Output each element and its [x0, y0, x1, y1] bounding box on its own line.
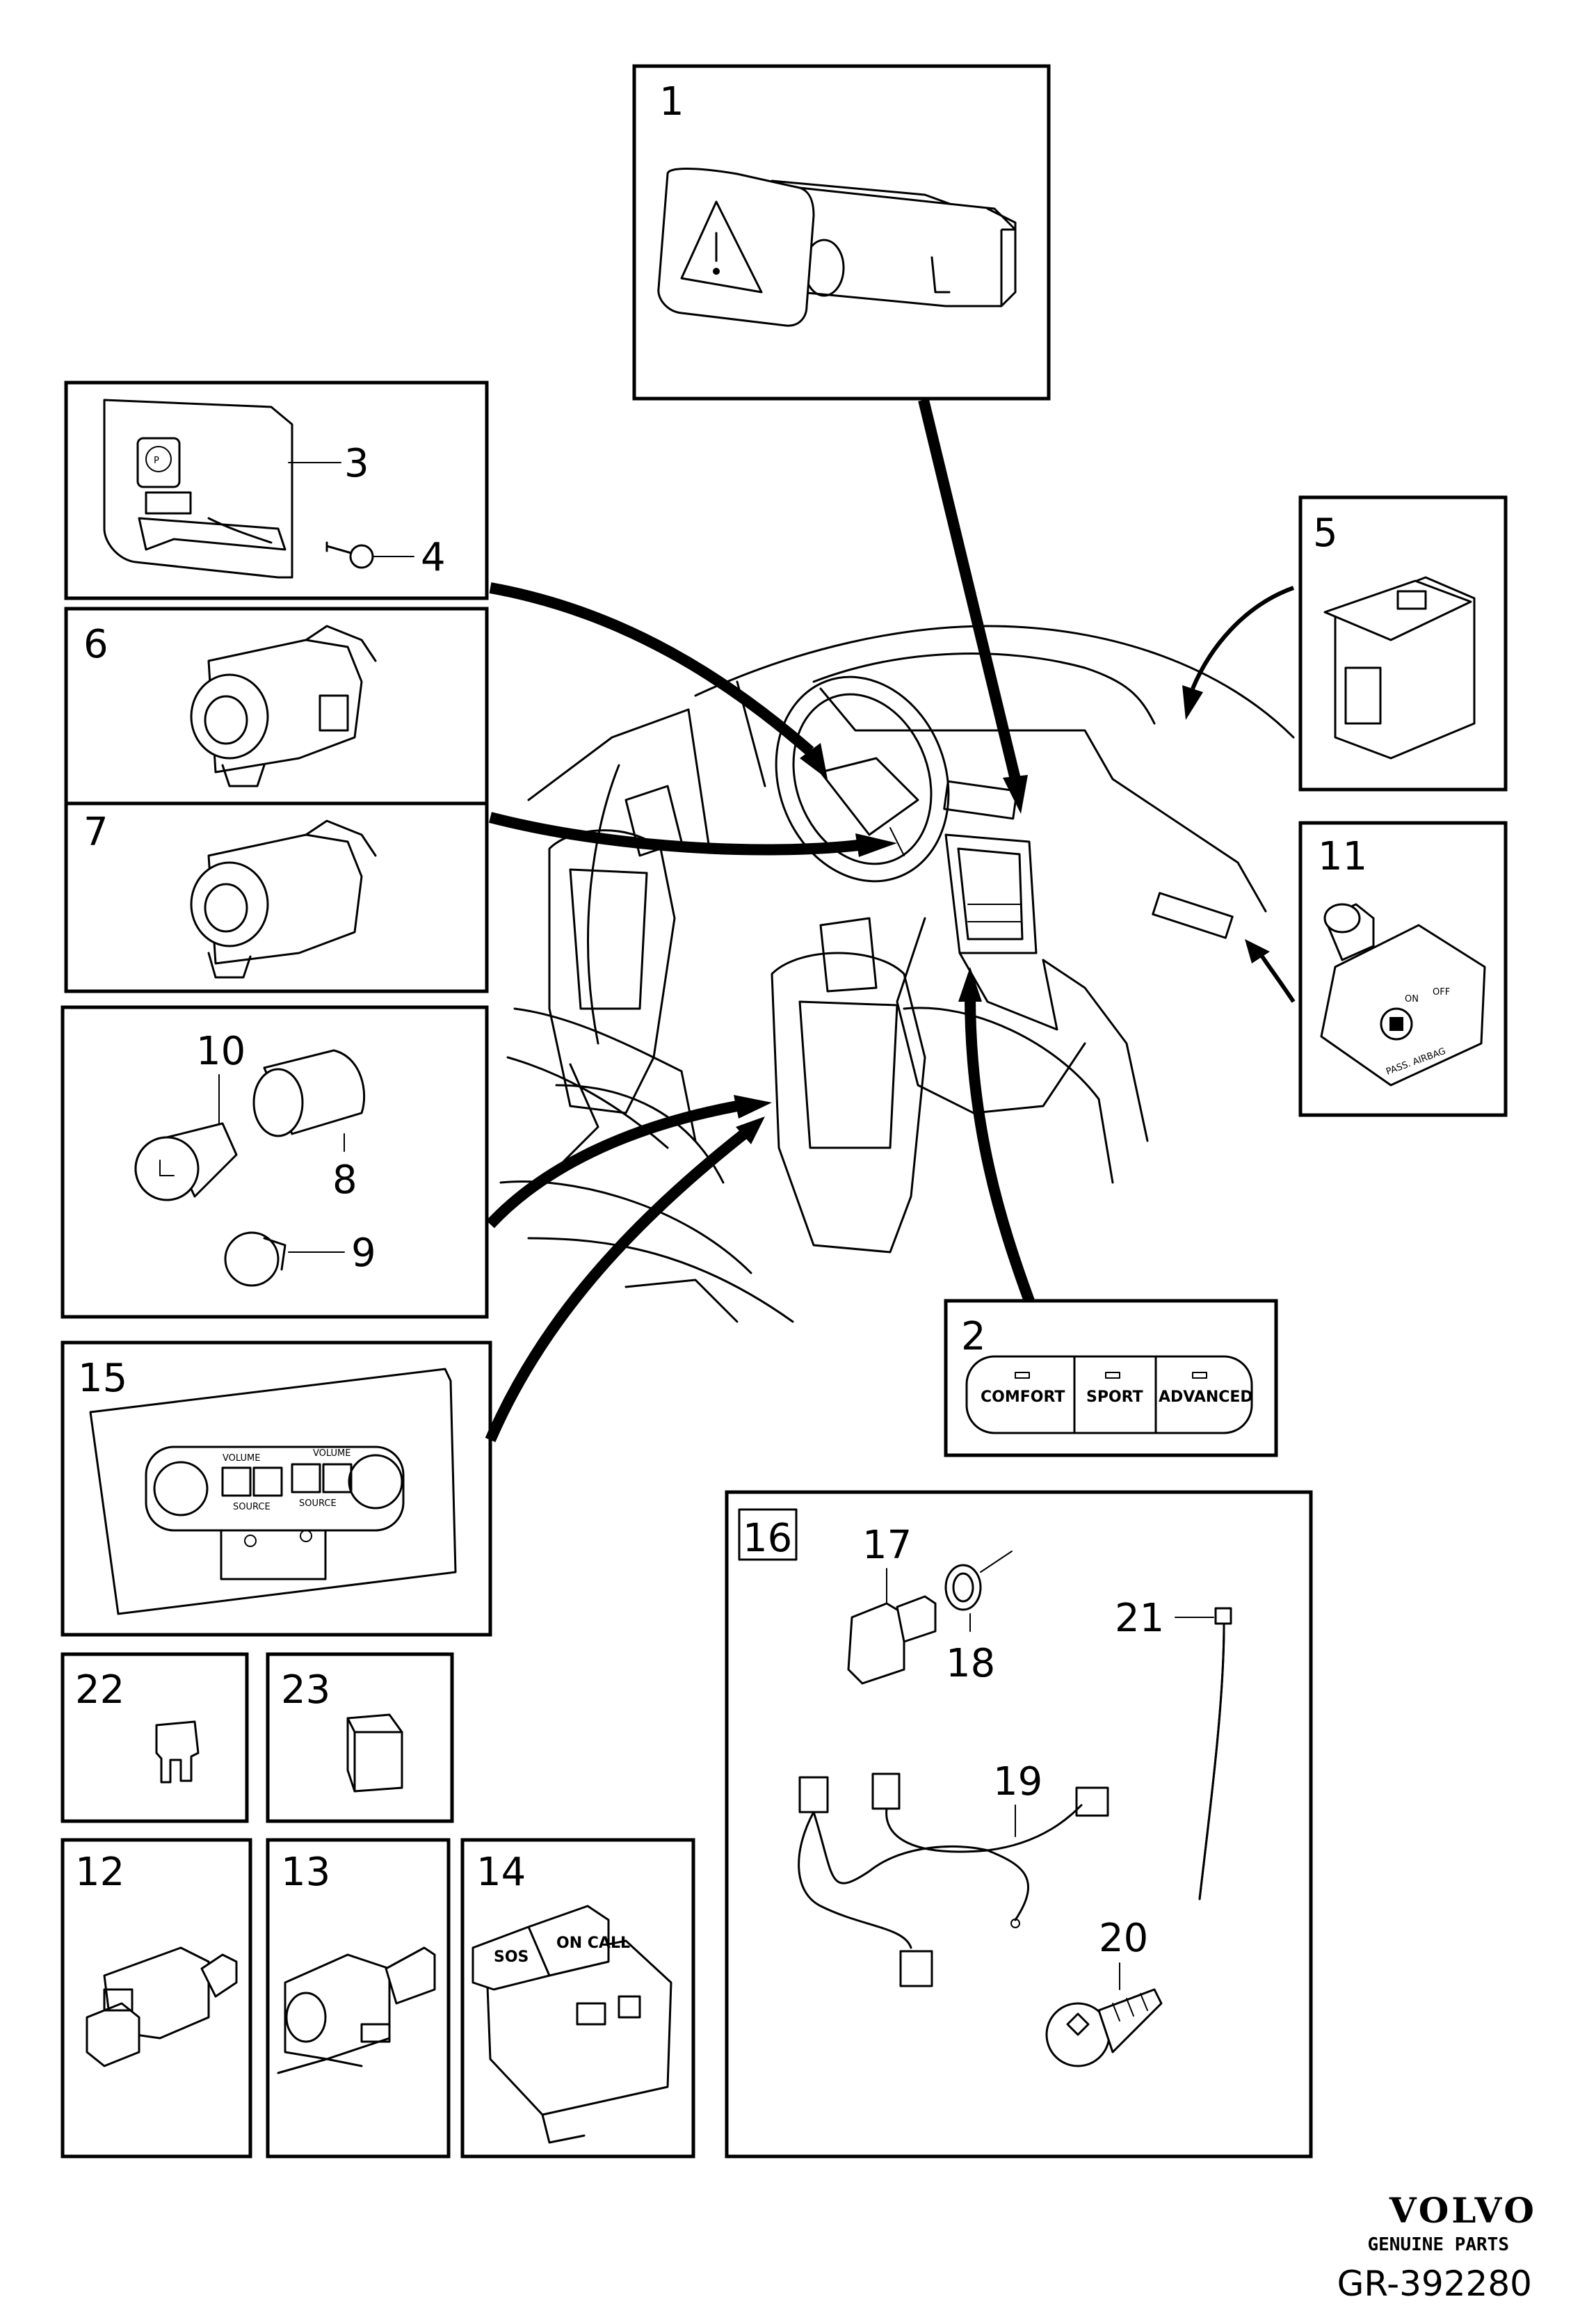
source-label-right: SOURCE	[299, 1498, 337, 1509]
callout-20: 20	[1099, 1916, 1148, 1961]
callout-2: 2	[961, 1314, 986, 1359]
on-call-button-label: ON CALL	[556, 1935, 630, 1952]
part-1-hazard-switch: 1	[632, 64, 1051, 401]
part-15-rear-audio-panel: 15 VOLUME VOLUME SOURCE SOURCE	[61, 1340, 492, 1637]
part-6-ignition-switch: 6	[64, 607, 489, 806]
airbag-off-label: OFF	[1433, 987, 1450, 998]
part-13-clutch-switch: 13	[266, 1838, 451, 2159]
callout-12: 12	[75, 1850, 124, 1895]
callout-8: 8	[332, 1158, 357, 1203]
callout-16: 16	[743, 1516, 792, 1561]
callout-7: 7	[83, 810, 108, 855]
callout-5: 5	[1313, 511, 1338, 556]
airbag-on-label: ON	[1405, 994, 1419, 1004]
callout-4: 4	[421, 535, 446, 580]
volume-label-right: VOLUME	[313, 1448, 350, 1459]
callout-15: 15	[78, 1356, 127, 1401]
car-interior-illustration	[499, 625, 1295, 1323]
part-7-ignition-switch: 7	[64, 801, 489, 993]
callout-3: 3	[344, 441, 369, 486]
callout-13: 13	[281, 1850, 330, 1895]
callout-9: 9	[351, 1231, 376, 1276]
part-8-9-10-lighter: 10 8 9	[61, 1005, 489, 1319]
part-22-fuse: 22	[61, 1652, 249, 1823]
part-23-fuse: 23	[266, 1652, 454, 1823]
diagram-reference: GR-392280	[1337, 2264, 1532, 2304]
callout-10: 10	[196, 1029, 245, 1074]
callout-17: 17	[862, 1523, 912, 1568]
leader-arrows	[485, 399, 1296, 1443]
callout-19: 19	[993, 1759, 1042, 1804]
volvo-logo: VOLVO	[1389, 2190, 1537, 2231]
part-2-drive-mode-switch: 2 COMFORT SPORT ADVANCED	[944, 1299, 1278, 1457]
part-3-4-parking-brake: P 3 4	[64, 381, 489, 600]
callout-23: 23	[281, 1667, 330, 1713]
callout-14: 14	[476, 1850, 526, 1895]
sport-button-label: SPORT	[1086, 1388, 1143, 1406]
source-label-left: SOURCE	[233, 1502, 271, 1512]
part-12-brake-light-switch: 12	[61, 1838, 252, 2159]
part-11-airbag-switch: 11 ON OFF PASS. AIRBAG	[1298, 821, 1508, 1117]
callout-18: 18	[946, 1641, 995, 1686]
advanced-button-label: ADVANCED	[1159, 1388, 1253, 1406]
svg-text:P: P	[154, 456, 159, 466]
volume-label-left: VOLUME	[223, 1453, 260, 1464]
sos-button-label: SOS	[494, 1948, 529, 1966]
callout-1: 1	[659, 79, 684, 125]
callout-21: 21	[1115, 1596, 1164, 1641]
comfort-button-label: COMFORT	[981, 1388, 1065, 1406]
part-5-switch: 5	[1298, 495, 1508, 792]
part-16-kit: 16 17 18 21 19 20	[725, 1490, 1313, 2159]
genuine-parts-label: GENUINE PARTS	[1367, 2234, 1510, 2255]
callout-11: 11	[1318, 834, 1367, 879]
callout-6: 6	[83, 622, 108, 667]
part-14-sos-buttons: 14 SOS ON CALL	[460, 1838, 695, 2159]
callout-22: 22	[75, 1667, 124, 1713]
